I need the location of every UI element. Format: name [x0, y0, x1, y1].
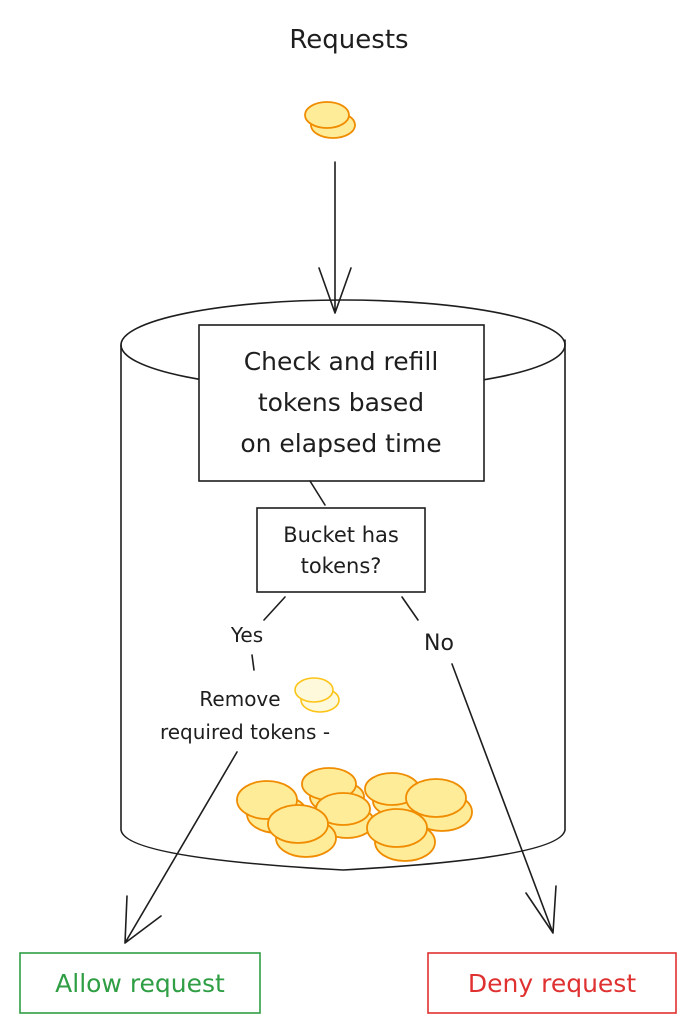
deny-arrow	[451, 663, 557, 934]
allow-request-label: Allow request	[55, 969, 225, 998]
decision-line-1: Bucket has	[283, 523, 399, 547]
decision-box: Bucket has tokens?	[256, 507, 426, 593]
allow-arrow	[124, 751, 238, 944]
request-coin-icon	[304, 101, 356, 139]
yes-label: Yes	[230, 623, 263, 647]
yes-connector-2	[251, 654, 255, 671]
removed-coin-icon	[294, 677, 340, 713]
yes-connector	[263, 596, 286, 621]
check-line-2: tokens based	[258, 388, 424, 417]
no-connector	[401, 596, 419, 621]
check-line-3: on elapsed time	[240, 429, 441, 458]
bucket-tokens-icon	[236, 767, 473, 862]
no-label: No	[424, 631, 454, 656]
check-refill-box: Check and refill tokens based on elapsed…	[198, 324, 485, 482]
remove-line-1: Remove	[199, 687, 280, 711]
allow-request-box: Allow request	[19, 952, 261, 1014]
check-line-1: Check and refill	[244, 347, 439, 376]
decision-line-2: tokens?	[301, 554, 382, 578]
requests-arrow	[318, 161, 352, 314]
remove-line-2: required tokens -	[160, 720, 330, 744]
deny-request-label: Deny request	[468, 969, 636, 998]
requests-title: Requests	[289, 25, 408, 55]
deny-request-box: Deny request	[427, 952, 677, 1014]
connector-line	[309, 480, 326, 506]
